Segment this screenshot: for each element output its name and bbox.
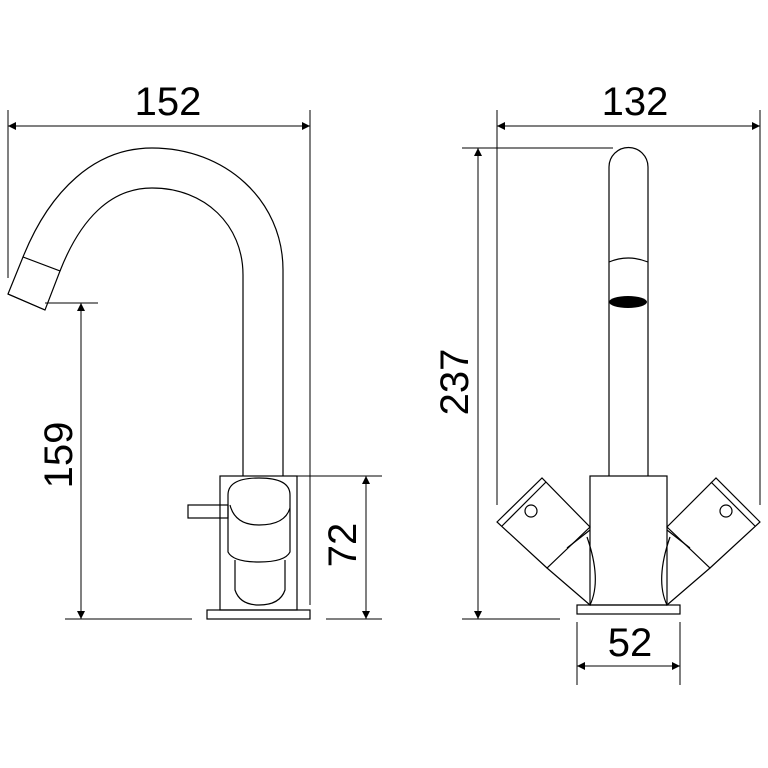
left-handle (496, 477, 596, 606)
dim-237: 237 (433, 349, 477, 416)
front-body (589, 475, 668, 606)
right-handle (661, 477, 761, 606)
handle-cylinder (227, 477, 291, 563)
lever-handle (187, 504, 229, 519)
dim-52: 52 (608, 621, 653, 665)
aerator (609, 296, 647, 308)
dim-72: 72 (321, 523, 365, 568)
front-view: 132 237 52 (433, 80, 761, 685)
dim-159: 159 (37, 422, 81, 489)
spout-outer (22, 147, 284, 476)
dim-132: 132 (602, 80, 669, 124)
spout-nozzle (7, 256, 61, 311)
side-base (206, 609, 311, 620)
side-view: 152 159 72 (7, 80, 382, 620)
front-base (576, 604, 681, 615)
dim-152: 152 (135, 80, 202, 124)
spout-inner (59, 187, 244, 476)
front-stem (608, 146, 649, 476)
